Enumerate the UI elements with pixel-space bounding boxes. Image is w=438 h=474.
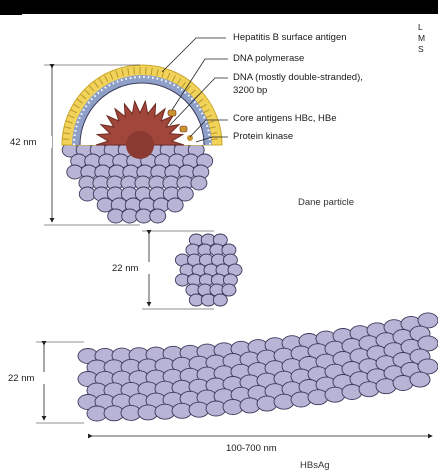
label-22nm-sphere: 22 nm: [112, 263, 138, 274]
dane-caption: Dane particle: [298, 197, 354, 208]
sphere-capsomers: [175, 234, 242, 306]
dane-particle: Hepatitis B surface antigen DNA polymera…: [8, 22, 425, 225]
capsomer: [342, 385, 362, 400]
capsomer: [191, 176, 207, 190]
top-left-mark: [0, 13, 22, 15]
capsomer: [213, 294, 227, 306]
label-dna-line1: DNA (mostly double-stranded),: [233, 72, 363, 83]
capsomer: [418, 336, 438, 351]
label-surface-antigen: Hepatitis B surface antigen: [233, 32, 347, 43]
label-core-antigens: Core antigens HBc, HBe: [233, 113, 337, 124]
capsomer: [308, 390, 328, 405]
capsomer: [418, 313, 438, 328]
label-22nm-filament: 22 nm: [8, 373, 34, 384]
label-lms-l: L: [418, 22, 423, 32]
label-dna-polymerase: DNA polymerase: [233, 53, 304, 64]
capsomer: [167, 198, 183, 212]
leader-surface-antigen: [162, 38, 226, 72]
label-42nm: 42 nm: [10, 137, 36, 148]
label-length: 100-700 nm: [226, 443, 277, 454]
spike: [134, 67, 135, 74]
label-lms-s: S: [418, 44, 424, 54]
protein-kinase-blob: [180, 126, 187, 132]
top-bar: [0, 0, 438, 14]
core-antigen-blob: [187, 135, 193, 141]
filamentous-particle: 22 nm 100-700 nm HBsAg: [6, 313, 438, 471]
filament-caption: HBsAg: [300, 460, 330, 471]
spike: [146, 67, 147, 74]
capsomer: [410, 372, 430, 387]
filament-capsomers: [78, 313, 438, 421]
label-lms-m: M: [418, 33, 425, 43]
capsomer: [418, 359, 438, 374]
dna-polymerase-blob: [168, 110, 176, 116]
capsomer: [325, 387, 345, 402]
spike: [211, 139, 218, 140]
spike: [62, 139, 69, 140]
label-dna-line2: 3200 bp: [233, 85, 267, 96]
dna-center: [126, 131, 154, 159]
spherical-particle: 22 nm: [110, 231, 242, 309]
label-protein-kinase: Protein kinase: [233, 131, 293, 142]
capsomer: [150, 209, 166, 223]
capsomer: [222, 284, 236, 296]
